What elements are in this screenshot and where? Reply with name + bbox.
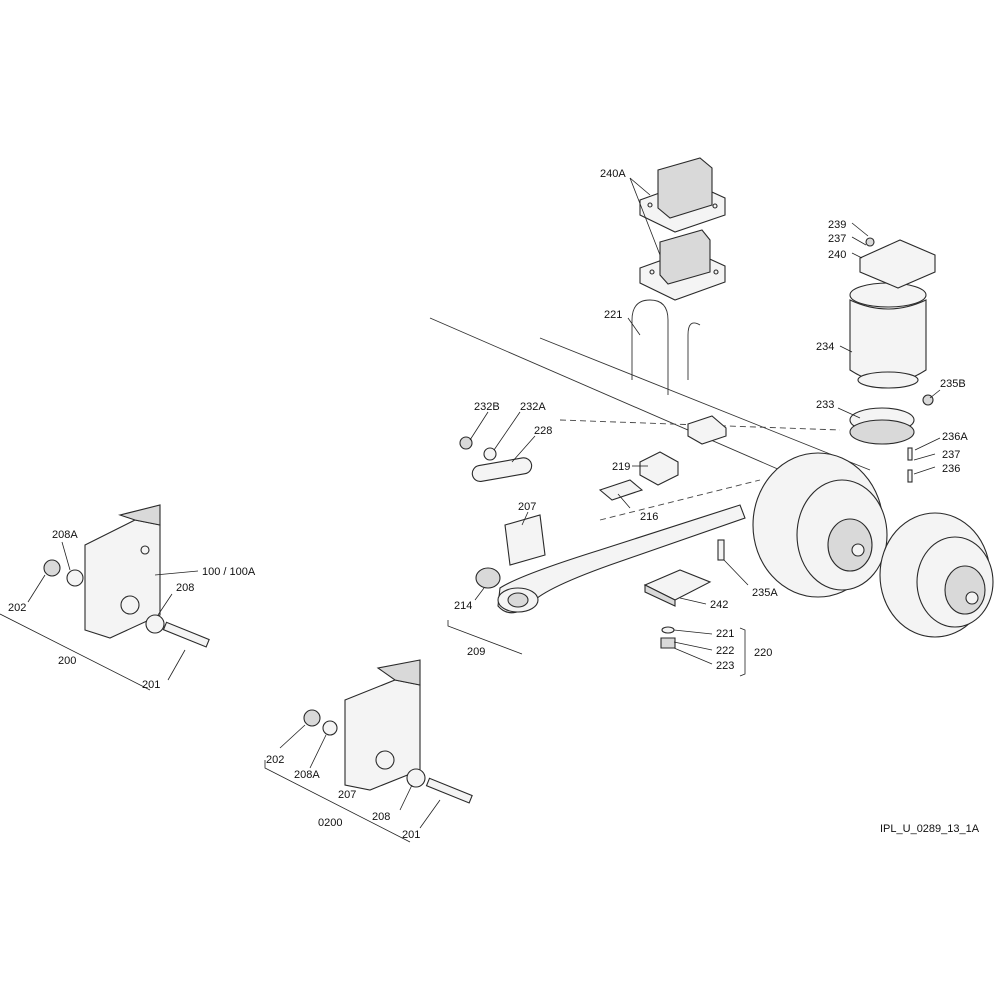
- spring-hanger-207: [504, 514, 546, 566]
- callout-239: 239: [828, 219, 846, 231]
- callout-201-right: 201: [402, 829, 420, 841]
- callout-201-left: 201: [142, 679, 160, 691]
- group-brackets: [0, 613, 746, 843]
- shock-absorber-228: [459, 436, 533, 483]
- air-spring-234: [849, 282, 927, 389]
- callout-labels: 240A 239 237 240 221 234 235B 233 232B 2…: [8, 168, 968, 841]
- callout-202-left: 202: [8, 602, 26, 614]
- callout-236: 236: [942, 463, 960, 475]
- bolt-235A: [717, 539, 725, 561]
- callout-216: 216: [640, 511, 658, 523]
- callout-219: 219: [612, 461, 630, 473]
- callout-240: 240: [828, 249, 846, 261]
- callout-242: 242: [710, 599, 728, 611]
- callout-0200: 0200: [318, 817, 342, 829]
- callout-220: 220: [754, 647, 772, 659]
- leader-lines: [27, 177, 941, 829]
- callout-232A: 232A: [520, 401, 546, 413]
- callout-214: 214: [454, 600, 472, 612]
- spacer-plate-216: [598, 479, 644, 501]
- spring-beam-209: [497, 504, 746, 614]
- brake-disc-hub: [879, 512, 994, 638]
- callout-100-100A: 100 / 100A: [202, 566, 256, 578]
- upper-hanger-bracket-240A: [639, 157, 726, 233]
- callout-235B: 235B: [940, 378, 966, 390]
- callout-240A: 240A: [600, 168, 626, 180]
- bracket-assembly-200: [43, 504, 210, 648]
- callout-234: 234: [816, 341, 834, 353]
- callout-237-bottom: 237: [942, 449, 960, 461]
- callout-237-top: 237: [828, 233, 846, 245]
- drawing-reference: IPL_U_0289_13_1A: [880, 823, 980, 835]
- callout-209: 209: [467, 646, 485, 658]
- callout-207-bracket: 207: [338, 789, 356, 801]
- u-bolt-221: [631, 299, 701, 395]
- callout-207-spring: 207: [518, 501, 536, 513]
- callout-202-right: 202: [266, 754, 284, 766]
- callout-235A: 235A: [752, 587, 778, 599]
- callout-221-stack: 221: [716, 628, 734, 640]
- saddle-219: [639, 451, 679, 486]
- callout-222: 222: [716, 645, 734, 657]
- callout-223: 223: [716, 660, 734, 672]
- callout-236A: 236A: [942, 431, 968, 443]
- callout-221-ubolt: 221: [604, 309, 622, 321]
- lower-hanger-bracket-240A: [639, 229, 726, 301]
- callout-208-right: 208: [372, 811, 390, 823]
- callout-208A-right: 208A: [294, 769, 320, 781]
- nut-washer-stack-220: [660, 626, 676, 649]
- callout-208-left: 208: [176, 582, 194, 594]
- callout-200: 200: [58, 655, 76, 667]
- callout-233: 233: [816, 399, 834, 411]
- callout-232B: 232B: [474, 401, 500, 413]
- piston-233: [849, 407, 915, 445]
- bracket-assembly-0200: [303, 659, 473, 804]
- top-plate: [687, 415, 727, 445]
- callout-228: 228: [534, 425, 552, 437]
- top-plate-240: [859, 239, 936, 289]
- hardware-small: [865, 237, 934, 483]
- callout-208A-left: 208A: [52, 529, 78, 541]
- bushing-214: [475, 567, 501, 589]
- brake-drum: [752, 452, 888, 598]
- axle-seat-242: [643, 569, 712, 607]
